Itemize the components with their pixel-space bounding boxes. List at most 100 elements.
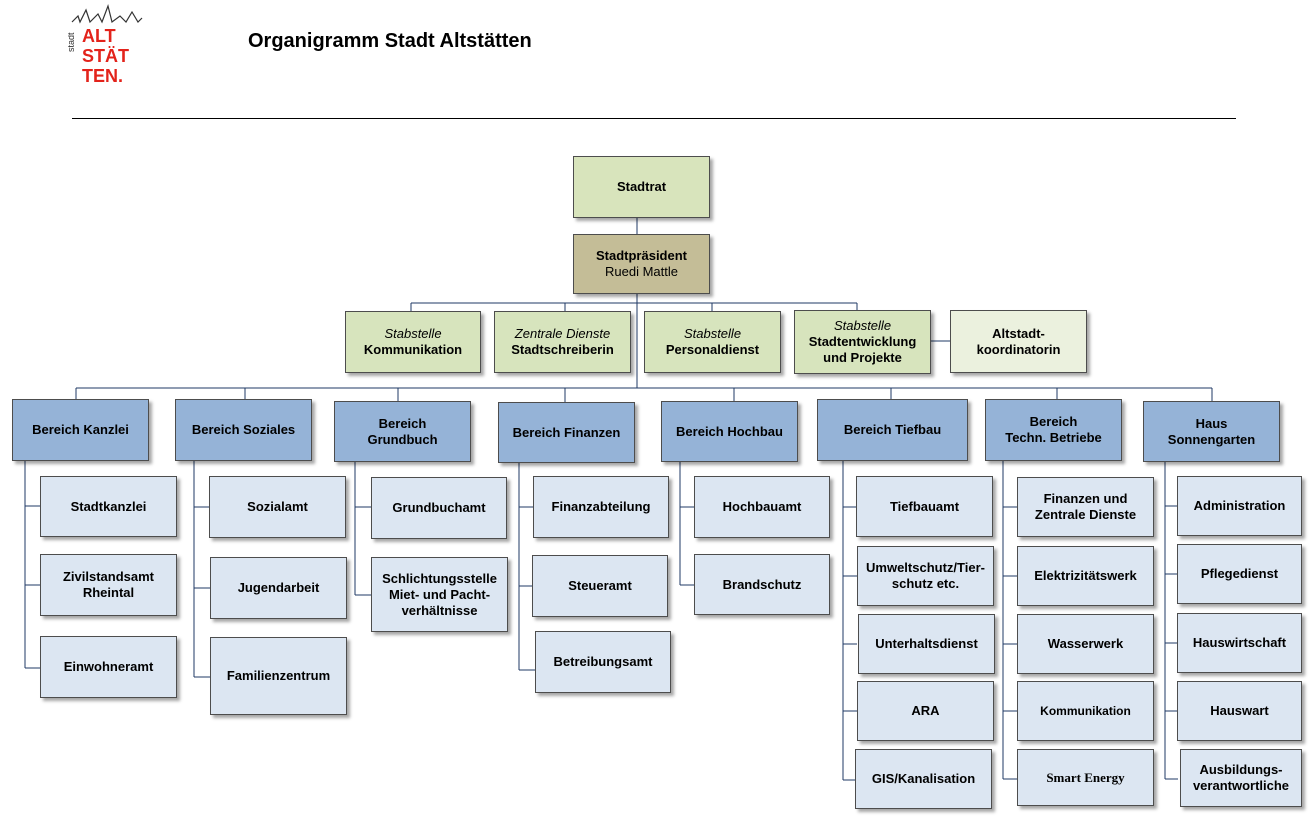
unit-finanzabteilung-box: Finanzabteilung — [533, 476, 669, 538]
dept-label: Bereich Kanzlei — [32, 422, 129, 437]
unit-tiefbauamt-box: Tiefbauamt — [856, 476, 993, 537]
stabstelle-stadtentwicklung-box: Stabstelle Stadtentwicklung und Projekte — [794, 310, 931, 374]
unit-administration-box: Administration — [1177, 476, 1302, 536]
stadtrat-box: Stadtrat — [573, 156, 710, 218]
unit-label: Hauswart — [1210, 703, 1269, 718]
stadtrat-label: Stadtrat — [616, 179, 667, 194]
staff-label-line1: Stabstelle — [683, 326, 742, 341]
unit-label-line2: Miet- und Pacht- — [388, 586, 491, 602]
unit-label-line2: schutz etc. — [891, 576, 960, 591]
unit-hochbauamt-box: Hochbauamt — [694, 476, 830, 538]
dept-label: Bereich Hochbau — [676, 423, 783, 439]
unit-label-line1: Ausbildungs- — [1199, 762, 1283, 777]
unit-label-line1: Schlichtungsstelle — [382, 570, 497, 586]
dept-label-line2: Techn. Betriebe — [1005, 430, 1102, 445]
svg-text:stadt: stadt — [68, 32, 76, 52]
staff-label-line2: Kommunikation — [363, 342, 463, 357]
unit-label: Brandschutz — [722, 576, 802, 592]
unit-wasserwerk-box: Wasserwerk — [1017, 614, 1154, 674]
dept-sonnengarten-box: Haus Sonnengarten — [1143, 401, 1280, 462]
altstaetten-logo: stadt ALT STÄT TEN. — [66, 2, 148, 88]
unit-label: Hochbauamt — [722, 499, 802, 514]
dept-label-line1: Bereich — [1029, 414, 1078, 429]
unit-schlichtungsstelle-box: Schlichtungsstelle Miet- und Pacht- verh… — [371, 557, 508, 632]
unit-gis-kanalisation-box: GIS/Kanalisation — [855, 749, 992, 809]
stadtpraesident-name: Ruedi Mattle — [605, 264, 678, 279]
dept-label-line1: Haus — [1195, 415, 1228, 431]
staff-label-line2: Personaldienst — [665, 342, 760, 357]
unit-label-line1: Finanzen und — [1043, 491, 1128, 506]
dept-label-line2: Grundbuch — [367, 431, 438, 447]
staff-label-line2: Stadtentwicklung — [808, 334, 917, 349]
dept-label: Bereich Tiefbau — [843, 422, 942, 437]
staff-label-line2: Stadtschreiberin — [511, 342, 614, 357]
unit-brandschutz-box: Brandschutz — [694, 554, 830, 615]
unit-label: Unterhaltsdienst — [875, 636, 978, 651]
unit-finanzen-zentrale-dienste-box: Finanzen und Zentrale Dienste — [1017, 477, 1154, 537]
unit-smart-energy-box: Smart Energy — [1017, 749, 1154, 806]
dept-kanzlei-box: Bereich Kanzlei — [12, 399, 149, 461]
stabstelle-personaldienst-box: Stabstelle Personaldienst — [644, 311, 781, 373]
unit-label: Jugendarbeit — [237, 580, 320, 595]
unit-label: Administration — [1193, 498, 1286, 513]
unit-label: Kommunikation — [1040, 704, 1131, 718]
staff-label-line1: Stabstelle — [384, 326, 442, 341]
unit-kommunikation-box: Kommunikation — [1017, 681, 1154, 741]
unit-label: Betreibungsamt — [553, 654, 653, 669]
unit-jugendarbeit-box: Jugendarbeit — [210, 557, 347, 619]
stabstelle-kommunikation-box: Stabstelle Kommunikation — [345, 311, 481, 373]
dept-finanzen-box: Bereich Finanzen — [498, 402, 635, 463]
svg-text:STÄT: STÄT — [82, 46, 129, 66]
unit-hauswirtschaft-box: Hauswirtschaft — [1177, 613, 1302, 673]
unit-label: ARA — [911, 703, 940, 718]
zentrale-dienste-box: Zentrale Dienste Stadtschreiberin — [494, 311, 631, 373]
unit-umweltschutz-box: Umweltschutz/Tier- schutz etc. — [857, 546, 994, 606]
unit-label-line1: Umweltschutz/Tier- — [866, 560, 985, 575]
svg-text:TEN.: TEN. — [82, 66, 123, 86]
dept-techn-betriebe-box: Bereich Techn. Betriebe — [985, 399, 1122, 461]
unit-label-line2: Rheintal — [82, 585, 135, 600]
unit-ausbildungsverantwortliche-box: Ausbildungs- verantwortliche — [1180, 749, 1302, 807]
staff-label-line3: und Projekte — [823, 350, 902, 365]
unit-pflegedienst-box: Pflegedienst — [1177, 544, 1302, 604]
unit-label: Hauswirtschaft — [1192, 635, 1287, 650]
unit-unterhaltsdienst-box: Unterhaltsdienst — [858, 614, 995, 674]
staff-label-line1: Zentrale Dienste — [514, 326, 611, 341]
stadtpraesident-title: Stadtpräsident — [595, 248, 687, 263]
unit-familienzentrum-box: Familienzentrum — [210, 637, 347, 715]
unit-label: Elektrizitätswerk — [1034, 568, 1137, 583]
unit-label: Einwohneramt — [63, 659, 154, 674]
logo-skyline-icon: stadt ALT STÄT TEN. — [66, 3, 143, 86]
unit-sozialamt-box: Sozialamt — [209, 476, 346, 538]
header-divider — [72, 118, 1236, 119]
dept-hochbau-box: Bereich Hochbau — [661, 401, 798, 462]
unit-label: Familienzentrum — [226, 668, 331, 683]
svg-text:ALT: ALT — [82, 26, 116, 46]
page-title: Organigramm Stadt Altstätten — [248, 30, 532, 52]
unit-ara-box: ARA — [857, 681, 994, 741]
unit-elektrizitaetswerk-box: Elektrizitätswerk — [1017, 546, 1154, 606]
unit-label: Finanzabteilung — [551, 499, 651, 514]
unit-zivilstandsamt-box: Zivilstandsamt Rheintal — [40, 554, 177, 616]
stadtpraesident-box: Stadtpräsident Ruedi Mattle — [573, 234, 710, 294]
unit-label: Tiefbauamt — [889, 498, 960, 514]
unit-einwohneramt-box: Einwohneramt — [40, 636, 177, 698]
unit-label: Wasserwerk — [1047, 636, 1124, 651]
unit-steueramt-box: Steueramt — [532, 555, 668, 617]
unit-label: Pflegedienst — [1200, 566, 1279, 581]
unit-label-line3: verhältnisse — [401, 602, 478, 618]
dept-label-line1: Bereich — [378, 415, 427, 431]
dept-soziales-box: Bereich Soziales — [175, 399, 312, 461]
unit-label: Steueramt — [568, 578, 632, 593]
dept-label-line2: Sonnengarten — [1167, 431, 1256, 447]
unit-label: Grundbuchamt — [392, 500, 486, 515]
unit-label: GIS/Kanalisation — [871, 771, 976, 786]
unit-hauswart-box: Hauswart — [1177, 681, 1302, 741]
unit-label: Sozialamt — [247, 499, 308, 514]
unit-stadtkanzlei-box: Stadtkanzlei — [40, 476, 177, 537]
staff-label-line1: Stabstelle — [833, 318, 892, 333]
dept-grundbuch-box: Bereich Grundbuch — [334, 401, 471, 462]
staff-label-line1: Altstadt- — [992, 325, 1045, 341]
dept-label: Bereich Soziales — [191, 422, 296, 437]
